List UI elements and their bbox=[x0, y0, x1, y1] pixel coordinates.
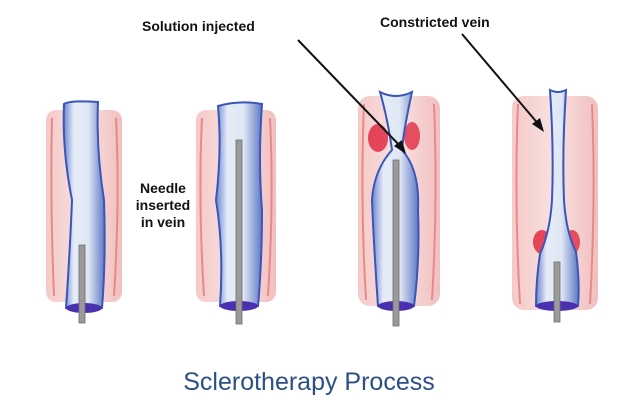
needle bbox=[393, 160, 399, 326]
needle bbox=[236, 140, 242, 324]
diagram-caption: Sclerotherapy Process bbox=[0, 368, 618, 397]
needle-label-line-1: Needle bbox=[118, 180, 208, 197]
inflammation bbox=[404, 122, 420, 150]
panel-solution-injected bbox=[358, 92, 440, 326]
needle bbox=[79, 245, 85, 323]
constricted-vein-label: Constricted vein bbox=[380, 14, 490, 30]
arrow-constricted-vein bbox=[462, 34, 544, 132]
needle-inserted-label: Needle inserted in vein bbox=[118, 180, 208, 231]
needle-label-line-2: inserted bbox=[118, 197, 208, 214]
solution-injected-label: Solution injected bbox=[142, 18, 255, 34]
panel-needle-inserted bbox=[46, 101, 122, 323]
panel-needle-advanced bbox=[196, 102, 276, 324]
needle-label-line-3: in vein bbox=[118, 214, 208, 231]
needle bbox=[554, 262, 560, 322]
panel-constricted-vein bbox=[512, 90, 598, 322]
inflammation bbox=[368, 124, 388, 152]
